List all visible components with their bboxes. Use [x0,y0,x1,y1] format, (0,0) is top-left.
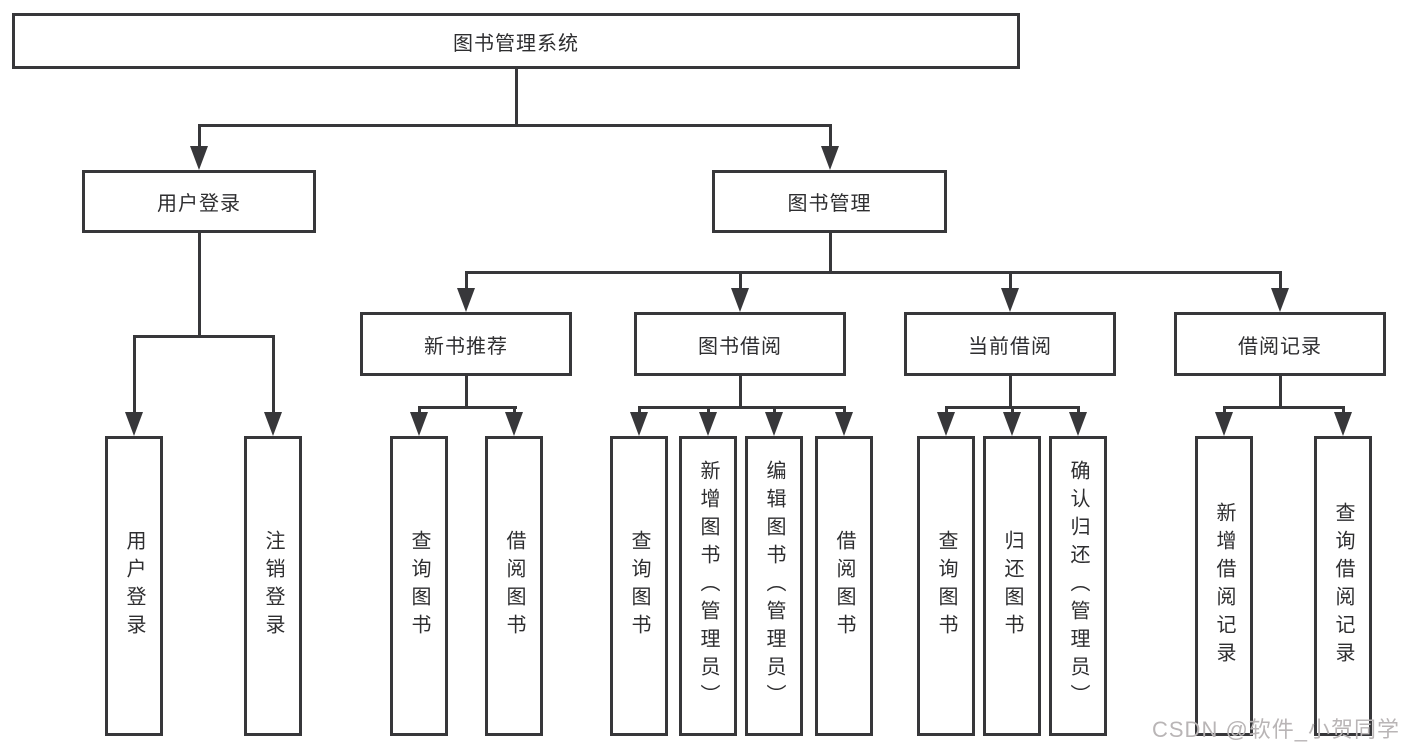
node-user-login-label: 用户登录 [157,193,241,215]
connector-line [945,406,948,416]
node-library-system: 图书管理系统 [12,13,1020,69]
connector-line [829,233,832,274]
arrowhead [835,412,853,436]
connector-line [272,335,275,414]
connector-line [1279,376,1282,409]
leaf-query-books-borrowing: 查询图书 [610,436,668,736]
csdn-watermark: CSDN @软件_小贺同学 [1152,717,1401,742]
leaf-return-book: 归还图书 [983,436,1041,736]
arrowhead [630,412,648,436]
connector-line [513,406,516,416]
node-book-borrowing: 图书借阅 [634,312,846,376]
node-current-borrowing: 当前借阅 [904,312,1116,376]
connector-line [465,271,468,290]
node-new-book-recommend-label: 新书推荐 [424,335,508,358]
connector-line [773,406,776,416]
connector-line [1223,406,1345,409]
arrowhead [1001,288,1019,312]
arrowhead [699,412,717,436]
connector-line [1342,406,1345,416]
leaf-add-book-admin: 新增图书（管理员） [679,436,737,736]
leaf-query-borrow-record-label: 查询借阅记录 [1332,502,1354,670]
node-current-borrowing-label: 当前借阅 [968,335,1052,358]
leaf-edit-book-admin-label: 编辑图书（管理员） [763,460,785,712]
leaf-borrow-books-recommend: 借阅图书 [485,436,543,736]
connector-line [1009,271,1012,290]
connector-line [198,124,201,150]
leaf-add-borrow-record: 新增借阅记录 [1195,436,1253,736]
connector-line [843,406,846,416]
arrowhead [937,412,955,436]
connector-line [1223,406,1226,416]
connector-line [465,271,1282,274]
leaf-query-books-borrowing-label: 查询图书 [628,530,650,642]
connector-line [1009,376,1012,409]
node-book-borrowing-label: 图书借阅 [698,335,782,358]
leaf-edit-book-admin: 编辑图书（管理员） [745,436,803,736]
node-borrowing-records-label: 借阅记录 [1238,335,1322,358]
arrowhead [410,412,428,436]
arrowhead [765,412,783,436]
arrowhead [731,288,749,312]
leaf-query-books-current: 查询图书 [917,436,975,736]
leaf-query-books-current-label: 查询图书 [935,530,957,642]
leaf-add-borrow-record-label: 新增借阅记录 [1213,502,1235,670]
connector-line [133,335,275,338]
arrowhead [457,288,475,312]
connector-line [418,406,517,409]
connector-line [739,271,742,290]
arrowhead [1215,412,1233,436]
connector-line [707,406,710,416]
leaf-logout-label: 注销登录 [262,530,284,642]
node-book-management-label: 图书管理 [787,193,872,215]
leaf-confirm-return-admin: 确认归还（管理员） [1049,436,1107,736]
node-library-system-label: 图书管理系统 [453,32,579,55]
connector-line [739,376,742,409]
node-user-login: 用户登录 [82,170,316,233]
arrowhead [1069,412,1087,436]
connector-line [515,69,518,125]
node-new-book-recommend: 新书推荐 [360,312,572,376]
leaf-user-login: 用户登录 [105,436,163,736]
node-borrowing-records: 借阅记录 [1174,312,1386,376]
connector-line [638,406,846,409]
leaf-query-books-recommend: 查询图书 [390,436,448,736]
arrowhead [1003,412,1021,436]
leaf-borrow-books-label: 借阅图书 [833,530,855,642]
connector-line [418,406,421,416]
leaf-query-books-recommend-label: 查询图书 [408,530,430,642]
leaf-user-login-label: 用户登录 [123,530,145,642]
connector-line [1011,406,1014,416]
node-book-management: 图书管理 [712,170,947,233]
connector-line [1279,271,1282,290]
leaf-logout: 注销登录 [244,436,302,736]
leaf-borrow-books: 借阅图书 [815,436,873,736]
connector-line [465,376,468,409]
arrowhead [505,412,523,436]
arrowhead [1334,412,1352,436]
arrowhead [125,412,143,436]
arrowhead [190,146,208,170]
connector-line [1077,406,1080,416]
connector-line [198,233,201,337]
leaf-return-book-label: 归还图书 [1001,530,1023,642]
leaf-add-book-admin-label: 新增图书（管理员） [697,460,719,712]
connector-line [198,124,832,127]
leaf-confirm-return-admin-label: 确认归还（管理员） [1067,460,1089,712]
connector-line [638,406,641,416]
arrowhead [1271,288,1289,312]
arrowhead [264,412,282,436]
leaf-borrow-books-recommend-label: 借阅图书 [503,530,525,642]
arrowhead [821,146,839,170]
connector-line [133,335,136,414]
connector-line [829,124,832,150]
leaf-query-borrow-record: 查询借阅记录 [1314,436,1372,736]
